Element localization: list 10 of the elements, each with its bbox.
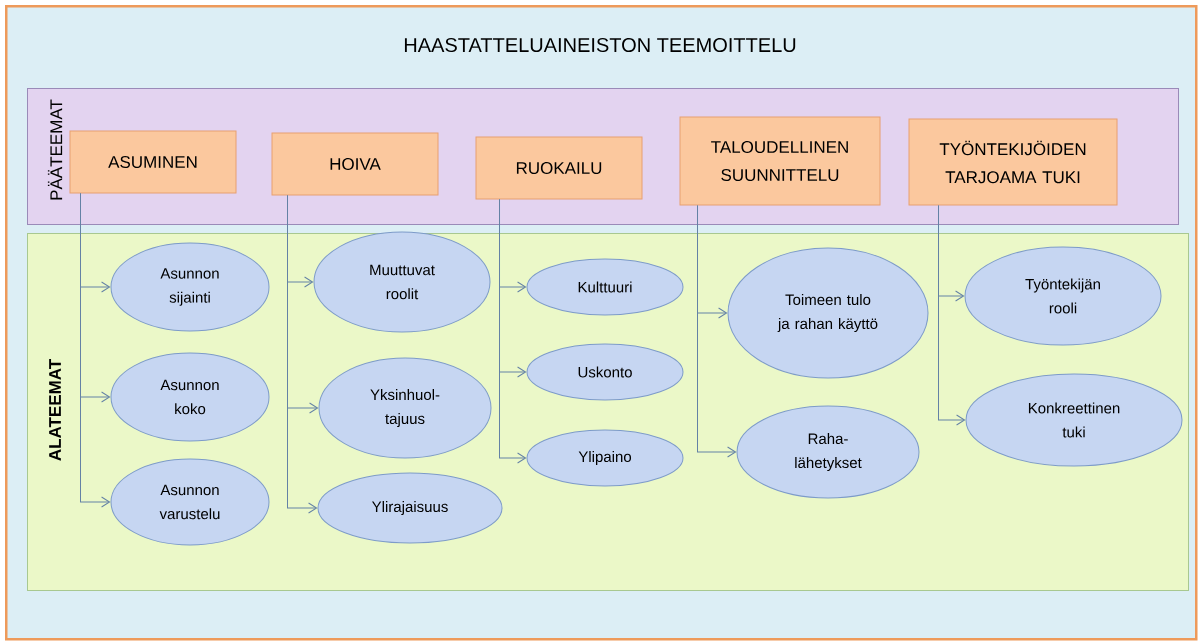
theme-box: RUOKAILU	[475, 136, 643, 200]
connector-arrow	[80, 193, 111, 508]
theme-box: ASUMINEN	[69, 130, 237, 194]
theme-box: TYÖNTEKIJÖIDEN TARJOAMA TUKI	[908, 118, 1118, 206]
connector-arrow	[697, 205, 737, 458]
connector-arrow	[938, 205, 966, 426]
connector-arrow	[287, 195, 318, 514]
theme-box: HOIVA	[271, 132, 439, 196]
connector-arrow	[499, 199, 527, 464]
theme-box: TALOUDELLINEN SUUNNITTELU	[679, 116, 881, 206]
